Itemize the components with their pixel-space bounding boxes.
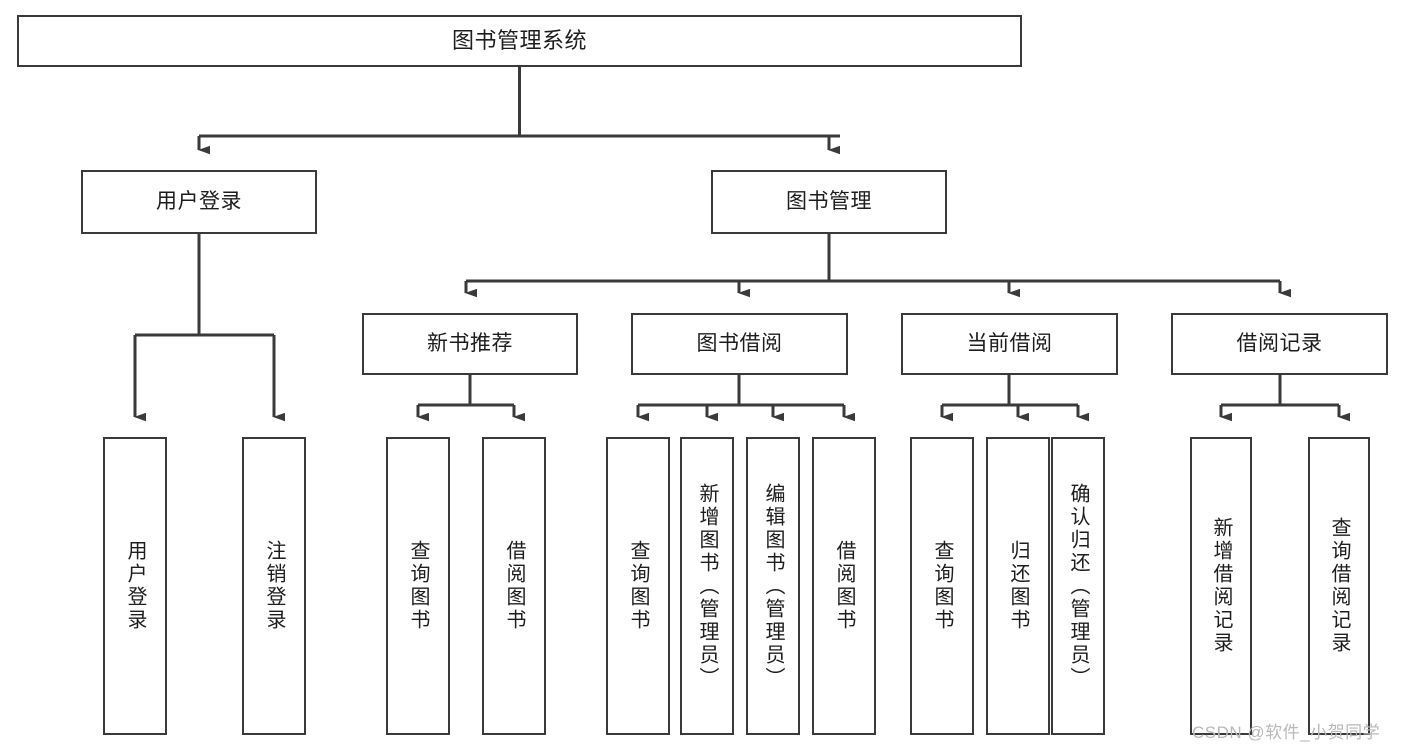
- leaf-add-borrow-record-label: 新增借阅记录: [1210, 517, 1232, 655]
- node-book-management-label: 图书管理: [786, 190, 872, 214]
- node-user-login-label: 用户登录: [156, 190, 242, 214]
- leaf-edit-book-admin-label: 编辑图书（管理员）: [762, 482, 784, 690]
- node-root-system[interactable]: 图书管理系统: [17, 15, 1022, 67]
- node-user-login[interactable]: 用户登录: [81, 170, 317, 234]
- leaf-borrow-book-label: 借阅图书: [833, 540, 855, 632]
- leaf-logout[interactable]: 注销登录: [242, 437, 306, 735]
- leaf-return-book[interactable]: 归还图书: [986, 437, 1050, 735]
- leaf-query-borrow-record[interactable]: 查询借阅记录: [1308, 437, 1370, 735]
- leaf-borrow-book-newbook-label: 借阅图书: [503, 540, 525, 632]
- leaf-logout-label: 注销登录: [263, 540, 285, 632]
- node-book-borrow-label: 图书借阅: [696, 332, 783, 356]
- leaf-confirm-return-admin[interactable]: 确认归还（管理员）: [1051, 437, 1105, 735]
- leaf-borrow-book[interactable]: 借阅图书: [812, 437, 876, 735]
- leaf-query-book-newbook[interactable]: 查询图书: [386, 437, 450, 735]
- leaf-add-book-admin[interactable]: 新增图书（管理员）: [680, 437, 734, 735]
- node-borrow-record-label: 借阅记录: [1236, 332, 1323, 356]
- leaf-edit-book-admin[interactable]: 编辑图书（管理员）: [746, 437, 800, 735]
- leaf-user-login-label: 用户登录: [124, 540, 146, 632]
- leaf-add-book-admin-label: 新增图书（管理员）: [696, 482, 718, 690]
- node-borrow-record[interactable]: 借阅记录: [1171, 313, 1388, 375]
- csdn-watermark: CSDN @软件_小贺同学: [1192, 723, 1381, 742]
- leaf-borrow-book-newbook[interactable]: 借阅图书: [482, 437, 546, 735]
- leaf-query-book-borrow[interactable]: 查询图书: [606, 437, 670, 735]
- node-current-borrow-label: 当前借阅: [966, 332, 1053, 356]
- leaf-return-book-label: 归还图书: [1007, 540, 1029, 632]
- leaf-query-book-current[interactable]: 查询图书: [910, 437, 974, 735]
- node-book-borrow[interactable]: 图书借阅: [631, 313, 848, 375]
- node-new-book-recommend[interactable]: 新书推荐: [362, 313, 578, 375]
- leaf-user-login[interactable]: 用户登录: [103, 437, 167, 735]
- node-root-label: 图书管理系统: [451, 27, 587, 53]
- leaf-query-book-current-label: 查询图书: [931, 540, 953, 632]
- node-new-book-recommend-label: 新书推荐: [427, 332, 513, 356]
- leaf-add-borrow-record[interactable]: 新增借阅记录: [1190, 437, 1252, 735]
- leaf-confirm-return-admin-label: 确认归还（管理员）: [1067, 482, 1089, 690]
- leaf-query-book-borrow-label: 查询图书: [627, 540, 649, 632]
- node-book-management[interactable]: 图书管理: [711, 170, 947, 234]
- node-current-borrow[interactable]: 当前借阅: [901, 313, 1118, 375]
- leaf-query-book-newbook-label: 查询图书: [407, 540, 429, 632]
- leaf-query-borrow-record-label: 查询借阅记录: [1328, 517, 1350, 655]
